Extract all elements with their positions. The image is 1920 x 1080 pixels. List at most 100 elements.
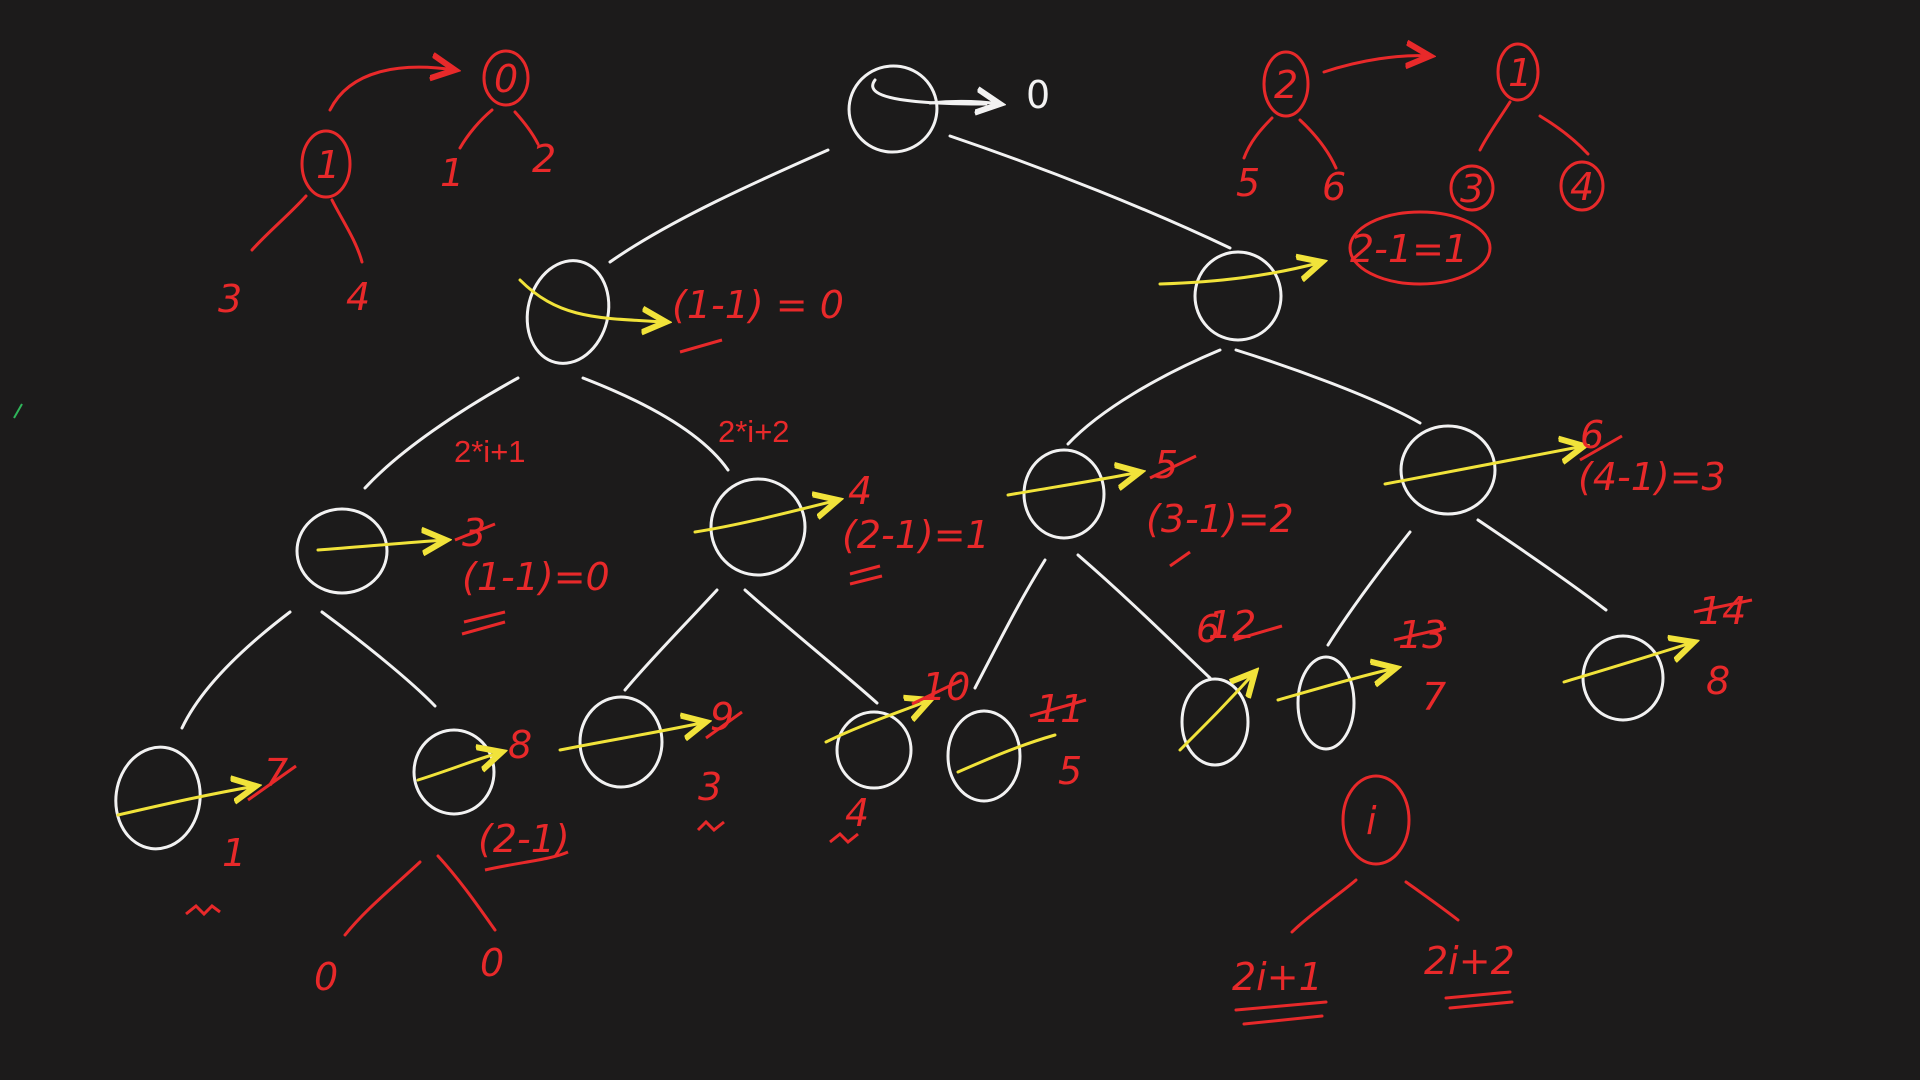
- strike-mark: [1149, 454, 1197, 480]
- arrow-node-14: [1562, 642, 1694, 684]
- level2-annotations: 3 (1-1)=0 4 (2-1)=1 5 (3-1)=2 6 (4-1)=3: [454, 413, 1726, 636]
- underline-mark: [1169, 550, 1191, 568]
- tree-edge: [608, 148, 830, 264]
- tree-edge: [743, 588, 879, 705]
- tree-node-13: [1296, 655, 1356, 751]
- strike-mark: [1579, 434, 1623, 462]
- arrow-node-13: [1276, 668, 1396, 702]
- node-1-result: (1-1) = 0: [672, 283, 844, 327]
- sketch-right-arrow: [1322, 56, 1430, 74]
- tick-mark: [829, 831, 859, 845]
- arrow-node-4: [693, 500, 838, 534]
- arrow-node-0: [871, 78, 988, 106]
- tree-node-2: [1193, 250, 1283, 342]
- arrow-node-11: [956, 733, 1057, 774]
- sketch-left-top-label: 0: [494, 57, 518, 101]
- tree-edge: [1476, 518, 1608, 612]
- node-7-value: 1: [222, 831, 246, 875]
- tree-node-0: [847, 64, 939, 154]
- node-11-index: 11: [1036, 687, 1084, 731]
- arrow-node-12: [1178, 672, 1255, 752]
- tree-edge: [180, 610, 292, 730]
- sketch-left: [250, 49, 540, 264]
- tree-edge: [581, 376, 730, 472]
- node-4-index: 4: [848, 469, 872, 513]
- strike-mark: [1393, 626, 1447, 642]
- node-12-value: 6: [1196, 607, 1220, 651]
- underline-mark: [461, 610, 506, 636]
- sketch-right-child-4: 4: [1570, 165, 1594, 209]
- level3-annotations: 7 1 8 (2-1) 9 3 10 4 11 5 12 6 13 7 14 8: [185, 589, 1753, 917]
- tree-node-10: [835, 710, 913, 790]
- tick-mark: [696, 819, 725, 833]
- tree-node-6: [1399, 424, 1497, 516]
- strike-mark: [911, 678, 963, 706]
- strike-mark: [454, 522, 496, 542]
- formula-node: [1341, 774, 1411, 866]
- node-11-value: 5: [1058, 749, 1082, 793]
- sketch-left-top-child-2: 2: [532, 137, 556, 181]
- sketch-left-child-2: 4: [346, 275, 370, 319]
- sketch-right-node-b: [1496, 42, 1540, 102]
- tree-node-14: [1581, 634, 1665, 722]
- node-6-index: 6: [1580, 413, 1604, 457]
- sketch-right-node-a-label: 2: [1274, 63, 1298, 107]
- node-12-index: 12: [1208, 603, 1256, 647]
- underline-mark: [849, 564, 883, 586]
- right-child-formula: 2*i+2: [718, 414, 790, 449]
- tree-node-1: [525, 259, 611, 365]
- tree-node-9: [578, 695, 664, 789]
- strike-mark: [484, 850, 569, 872]
- tree-edge: [1234, 348, 1422, 425]
- formula-right-child: 2i+2: [1424, 939, 1515, 983]
- node-8-value: (2-1): [478, 817, 570, 861]
- node-9-value: 3: [698, 765, 722, 809]
- tree-edge: [948, 134, 1232, 250]
- sketch-right-child-3: 3: [1460, 167, 1484, 211]
- tree-node-5: [1022, 448, 1106, 540]
- main-tree: [114, 64, 1665, 851]
- tree-edge: [1066, 348, 1222, 446]
- strike-mark: [1233, 624, 1283, 642]
- sketch-right: [1242, 42, 1605, 212]
- level1-annotations: (1-1) = 0 2-1=1: [672, 210, 1492, 354]
- node-13-value: 7: [1422, 675, 1446, 719]
- node-3-result: (1-1)=0: [462, 555, 610, 599]
- tree-node-11: [946, 709, 1022, 803]
- node-14-value: 8: [1706, 659, 1730, 703]
- formula-right-underline: [1444, 990, 1514, 1010]
- tree-edge: [1326, 530, 1412, 647]
- tree-edge: [320, 610, 437, 708]
- arrow-node-3: [316, 540, 446, 550]
- arrow-node-5: [1006, 472, 1140, 497]
- strike-mark: [1029, 698, 1087, 718]
- stray-pen-mark: [13, 403, 23, 419]
- tree-node-7: [114, 745, 202, 851]
- node-6-result: (4-1)=3: [1578, 455, 1726, 499]
- node-2-result: 2-1=1: [1350, 227, 1468, 271]
- formula-sketch: [1234, 774, 1514, 1026]
- sketch-right-child-4-circle: [1559, 160, 1605, 212]
- tree-edge: [363, 376, 520, 490]
- arrow-node-9: [558, 722, 706, 752]
- arrow-node-2: [1158, 262, 1322, 286]
- tree-edge: [623, 588, 719, 692]
- tree-edge: [1076, 553, 1212, 680]
- sketch-right-child-5: 5: [1236, 161, 1260, 205]
- node-8-right-child: 0: [480, 941, 504, 985]
- node-8-index: 8: [508, 723, 532, 767]
- formula-left-child: 2i+1: [1232, 955, 1323, 999]
- sketch-left-top-node: [482, 49, 530, 107]
- circled-result: [1348, 210, 1492, 286]
- node-5-result: (3-1)=2: [1146, 497, 1294, 541]
- strike-mark: [1693, 598, 1753, 614]
- node-8-left-child: 0: [314, 955, 338, 999]
- sketch-right-node-a: [1262, 50, 1310, 118]
- sketch-left-top-child-1: 1: [440, 151, 464, 195]
- node-4-result: (2-1)=1: [842, 513, 990, 557]
- tree-node-12: [1180, 677, 1250, 767]
- sketch-right-node-b-label: 1: [1508, 51, 1532, 95]
- formula-node-label: i: [1366, 799, 1377, 843]
- sketch-right-child-6: 6: [1322, 165, 1346, 209]
